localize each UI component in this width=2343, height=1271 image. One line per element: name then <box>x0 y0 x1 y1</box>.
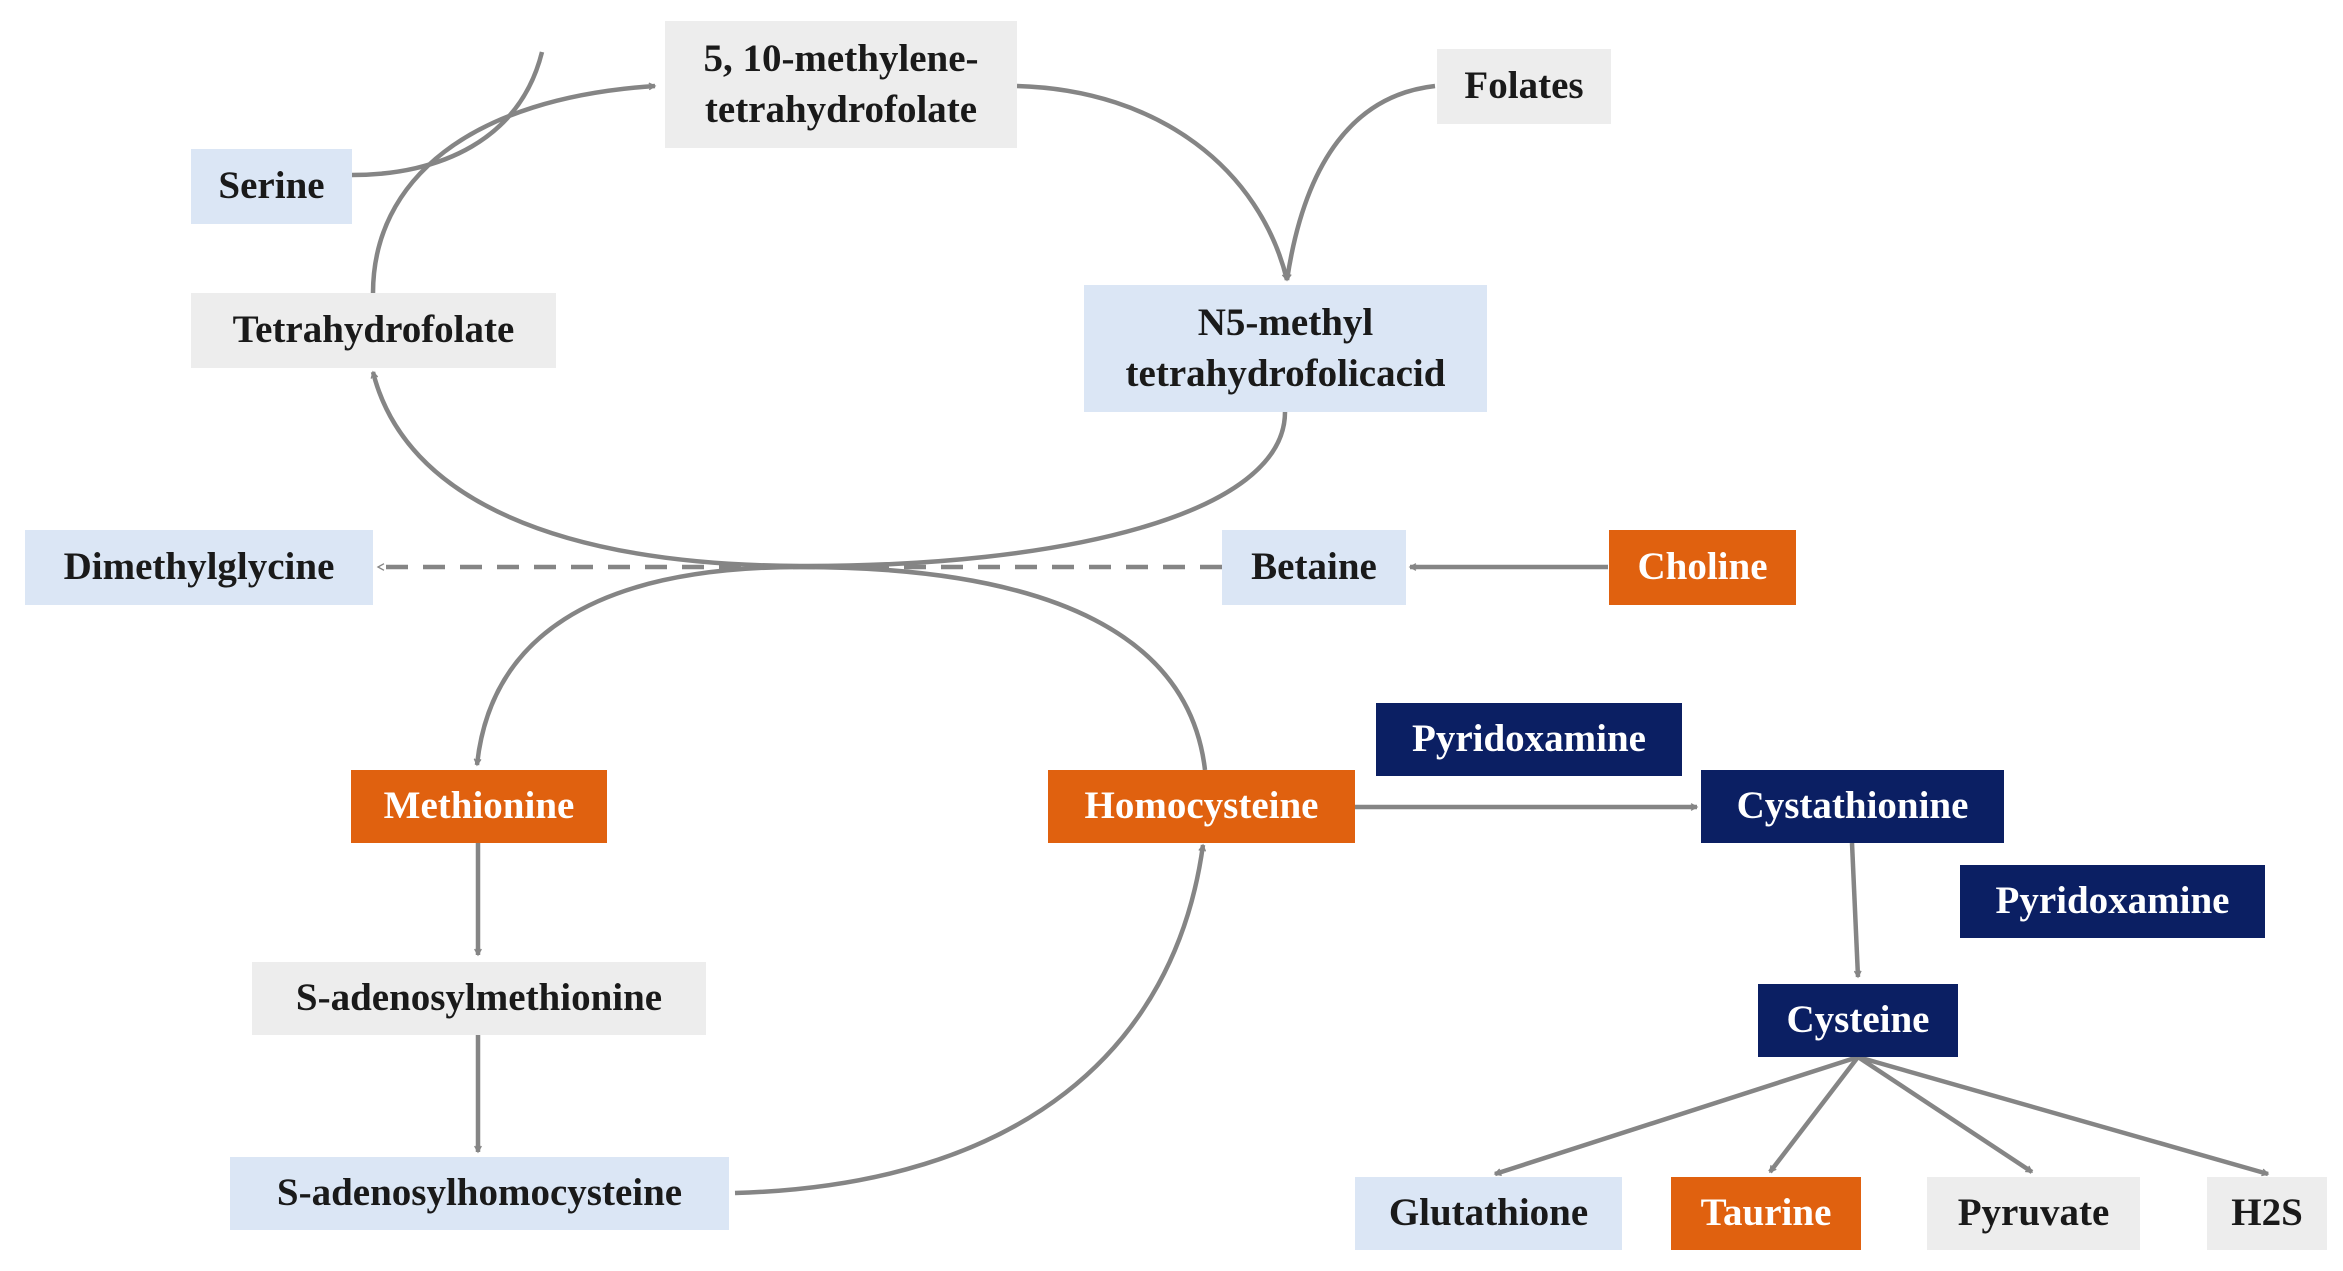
arrow-methylene-thf-to-n5-methyl <box>1016 83 1287 280</box>
tetrahydrofolate-label: Tetrahydrofolate <box>232 308 515 352</box>
homocysteine-node: Homocysteine <box>1048 770 1355 843</box>
cysteine-label: Cysteine <box>1786 998 1930 1042</box>
folates-label: Folates <box>1464 64 1584 108</box>
taurine-label: Taurine <box>1700 1191 1832 1235</box>
pyridoxamine-node-1: Pyridoxamine <box>1376 703 1682 776</box>
methionine-node: Methionine <box>351 770 607 843</box>
folates-node: Folates <box>1437 49 1611 124</box>
arrow-cysteine-to-h2s <box>1857 1054 2268 1174</box>
tetrahydrofolate-node: Tetrahydrofolate <box>191 293 556 368</box>
n5-methyl-thf-node: N5-methyl tetrahydrofolicacid <box>1084 285 1487 412</box>
arrow-cysteine-to-pyruvate <box>1856 1055 2034 1174</box>
arrow-cystathionine-to-cysteine <box>1849 842 1858 977</box>
arrow-thf-to-methylene-thf <box>370 86 655 296</box>
dimethylglycine-node: Dimethylglycine <box>25 530 373 605</box>
pyruvate-label: Pyruvate <box>1957 1191 2110 1235</box>
sam-node: S-adenosylmethionine <box>252 962 706 1035</box>
pyruvate-node: Pyruvate <box>1927 1177 2140 1250</box>
glutathione-node: Glutathione <box>1355 1177 1622 1250</box>
h2s-node: H2S <box>2207 1177 2327 1250</box>
pyridoxamine-2-label: Pyridoxamine <box>1995 879 2230 923</box>
h2s-label: H2S <box>2231 1191 2303 1235</box>
cystathionine-node: Cystathionine <box>1701 770 2004 843</box>
serine-label: Serine <box>218 164 325 208</box>
taurine-node: Taurine <box>1671 1177 1861 1250</box>
methylene-thf-node: 5, 10-methylene- tetrahydrofolate <box>665 21 1017 148</box>
n5-methyl-label-line2: tetrahydrofolicacid <box>1125 351 1446 395</box>
sah-label: S-adenosylhomocysteine <box>276 1171 683 1215</box>
sam-label: S-adenosylmethionine <box>295 976 663 1020</box>
cysteine-node: Cysteine <box>1758 984 1958 1057</box>
serine-node: Serine <box>191 149 352 224</box>
betaine-label: Betaine <box>1251 545 1377 589</box>
n5-methyl-label-line1: N5-methyl <box>1197 300 1374 344</box>
homocysteine-label: Homocysteine <box>1084 784 1319 828</box>
sah-node: S-adenosylhomocysteine <box>230 1157 729 1230</box>
choline-node: Choline <box>1609 530 1796 605</box>
arrow-homocysteine-to-methionine <box>477 564 1208 771</box>
cystathionine-label: Cystathionine <box>1736 784 1969 828</box>
arrow-serine-in <box>351 51 545 178</box>
choline-label: Choline <box>1637 545 1768 589</box>
arrow-cysteine-to-glutathione <box>1495 1054 1859 1177</box>
methionine-label: Methionine <box>383 784 575 828</box>
pyridoxamine-1-label: Pyridoxamine <box>1412 717 1646 761</box>
arrow-folates-to-n5-methyl <box>1287 83 1436 280</box>
dimethylglycine-label: Dimethylglycine <box>63 545 335 589</box>
betaine-node: Betaine <box>1222 530 1406 605</box>
arrow-sah-to-homocysteine <box>734 845 1203 1196</box>
arrow-cysteine-to-taurine <box>1768 1055 1860 1174</box>
methylene-thf-label-line1: 5, 10-methylene- <box>703 36 979 80</box>
glutathione-label: Glutathione <box>1388 1191 1589 1235</box>
pyridoxamine-node-2: Pyridoxamine <box>1960 865 2265 938</box>
methylene-thf-label-line2: tetrahydrofolate <box>704 87 978 131</box>
